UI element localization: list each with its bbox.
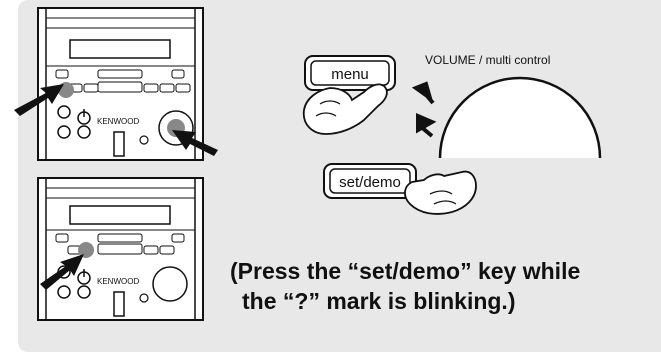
set-demo-key (329, 168, 411, 194)
volume-dial (438, 76, 602, 159)
top-small-button (171, 69, 185, 79)
volume-control-label: VOLUME / multi control (425, 53, 550, 67)
bottom-small-button (55, 233, 69, 243)
caption-line-1: (Press the “set/demo” key while (230, 258, 581, 284)
dial-rotate-arrow-upper (411, 81, 435, 105)
top-small-button (55, 69, 69, 79)
hand-pressing-set-demo-icon (404, 170, 477, 215)
bottom-set-demo-button-highlight (78, 242, 94, 258)
top-arrow-to-menu (14, 84, 64, 116)
bottom-small-button (159, 245, 175, 255)
menu-key-group: menu (302, 55, 396, 135)
bottom-volume-knob (152, 266, 188, 302)
top-round-button (57, 125, 71, 139)
top-small-button (83, 83, 99, 93)
bottom-stereo-unit: KENWOOD (37, 177, 204, 321)
hand-pressing-menu-icon (302, 83, 388, 135)
bottom-center-button (97, 233, 143, 243)
top-center-button (97, 81, 143, 93)
bottom-headphone-jack (113, 291, 125, 317)
top-small-button (159, 83, 175, 93)
dial-rotate-arrow-lower (416, 112, 437, 138)
top-round-button (57, 105, 71, 119)
top-brand-logo: KENWOOD (97, 117, 139, 126)
bottom-round-button (57, 285, 71, 299)
top-arrow-to-knob (172, 130, 218, 156)
bottom-round-button (77, 285, 91, 299)
top-headphone-jack (113, 131, 125, 157)
caption-line-2: the “?” mark is blinking.) (242, 288, 516, 314)
top-stereo-unit: KENWOOD (14, 7, 218, 161)
top-small-button (175, 83, 191, 93)
top-menu-button-highlight (58, 82, 74, 98)
top-center-button (97, 69, 143, 79)
bottom-small-button (171, 233, 185, 243)
set-demo-key-group: set/demo (323, 163, 477, 215)
bottom-small-knob (139, 293, 149, 303)
top-small-knob (139, 135, 149, 145)
menu-key (310, 60, 390, 86)
bottom-small-button (143, 245, 159, 255)
set-demo-key-label: set/demo (339, 174, 401, 191)
instruction-caption: (Press the “set/demo” key while the “?” … (230, 256, 655, 316)
bottom-center-button (97, 243, 143, 255)
top-round-button (77, 125, 91, 139)
top-display-window (69, 39, 171, 59)
menu-key-label: menu (331, 66, 369, 83)
bottom-arrow-to-set-demo (40, 254, 84, 290)
bottom-brand-logo: KENWOOD (97, 277, 139, 286)
top-small-button (143, 83, 159, 93)
bottom-display-window (69, 205, 171, 225)
